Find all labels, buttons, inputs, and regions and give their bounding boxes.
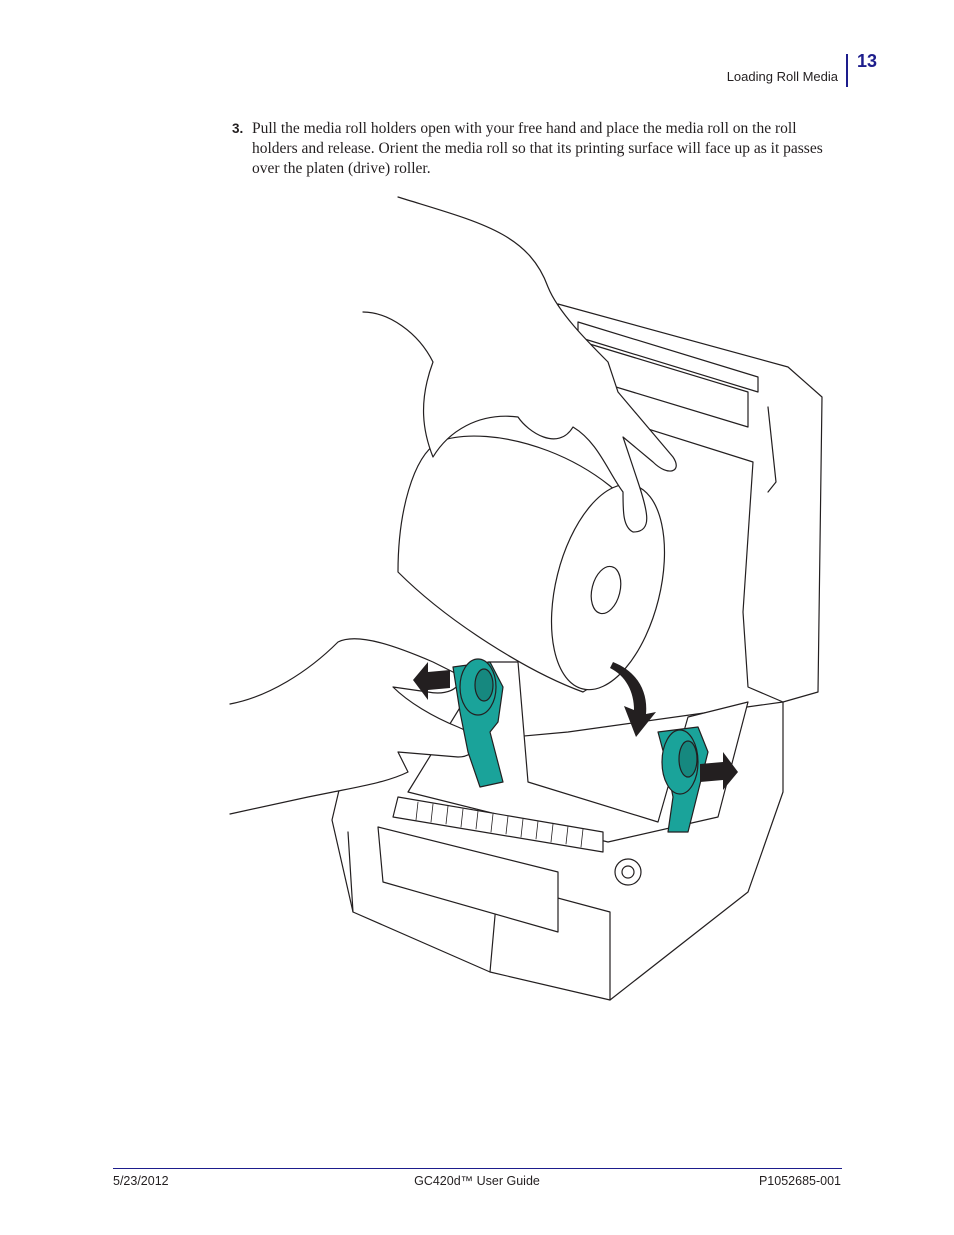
left-arrow	[413, 662, 450, 700]
step-text: Pull the media roll holders open with yo…	[252, 120, 823, 177]
footer-part-number: P1052685-001	[758, 1174, 841, 1188]
step-instruction: 3. Pull the media roll holders open with…	[232, 119, 842, 179]
motion-arrows	[413, 662, 738, 790]
curved-down-arrow	[610, 662, 656, 737]
footer-date: 5/23/2012	[113, 1174, 169, 1188]
header-divider	[846, 54, 848, 87]
page-number: 13	[857, 51, 878, 71]
printer-loading-illustration	[229, 196, 823, 1001]
upper-hand	[362, 196, 677, 533]
printer-front-panel	[377, 826, 559, 933]
media-roll-core	[590, 565, 622, 615]
footer-divider	[113, 1168, 842, 1169]
adjustment-knob	[614, 858, 642, 886]
lower-hand	[229, 638, 476, 815]
platen-roller	[392, 796, 604, 853]
footer-document-title: GC420d™ User Guide	[414, 1174, 540, 1188]
step-number: 3.	[232, 121, 244, 136]
running-header-section-title: Loading Roll Media	[726, 69, 838, 84]
right-arrow	[700, 752, 738, 790]
